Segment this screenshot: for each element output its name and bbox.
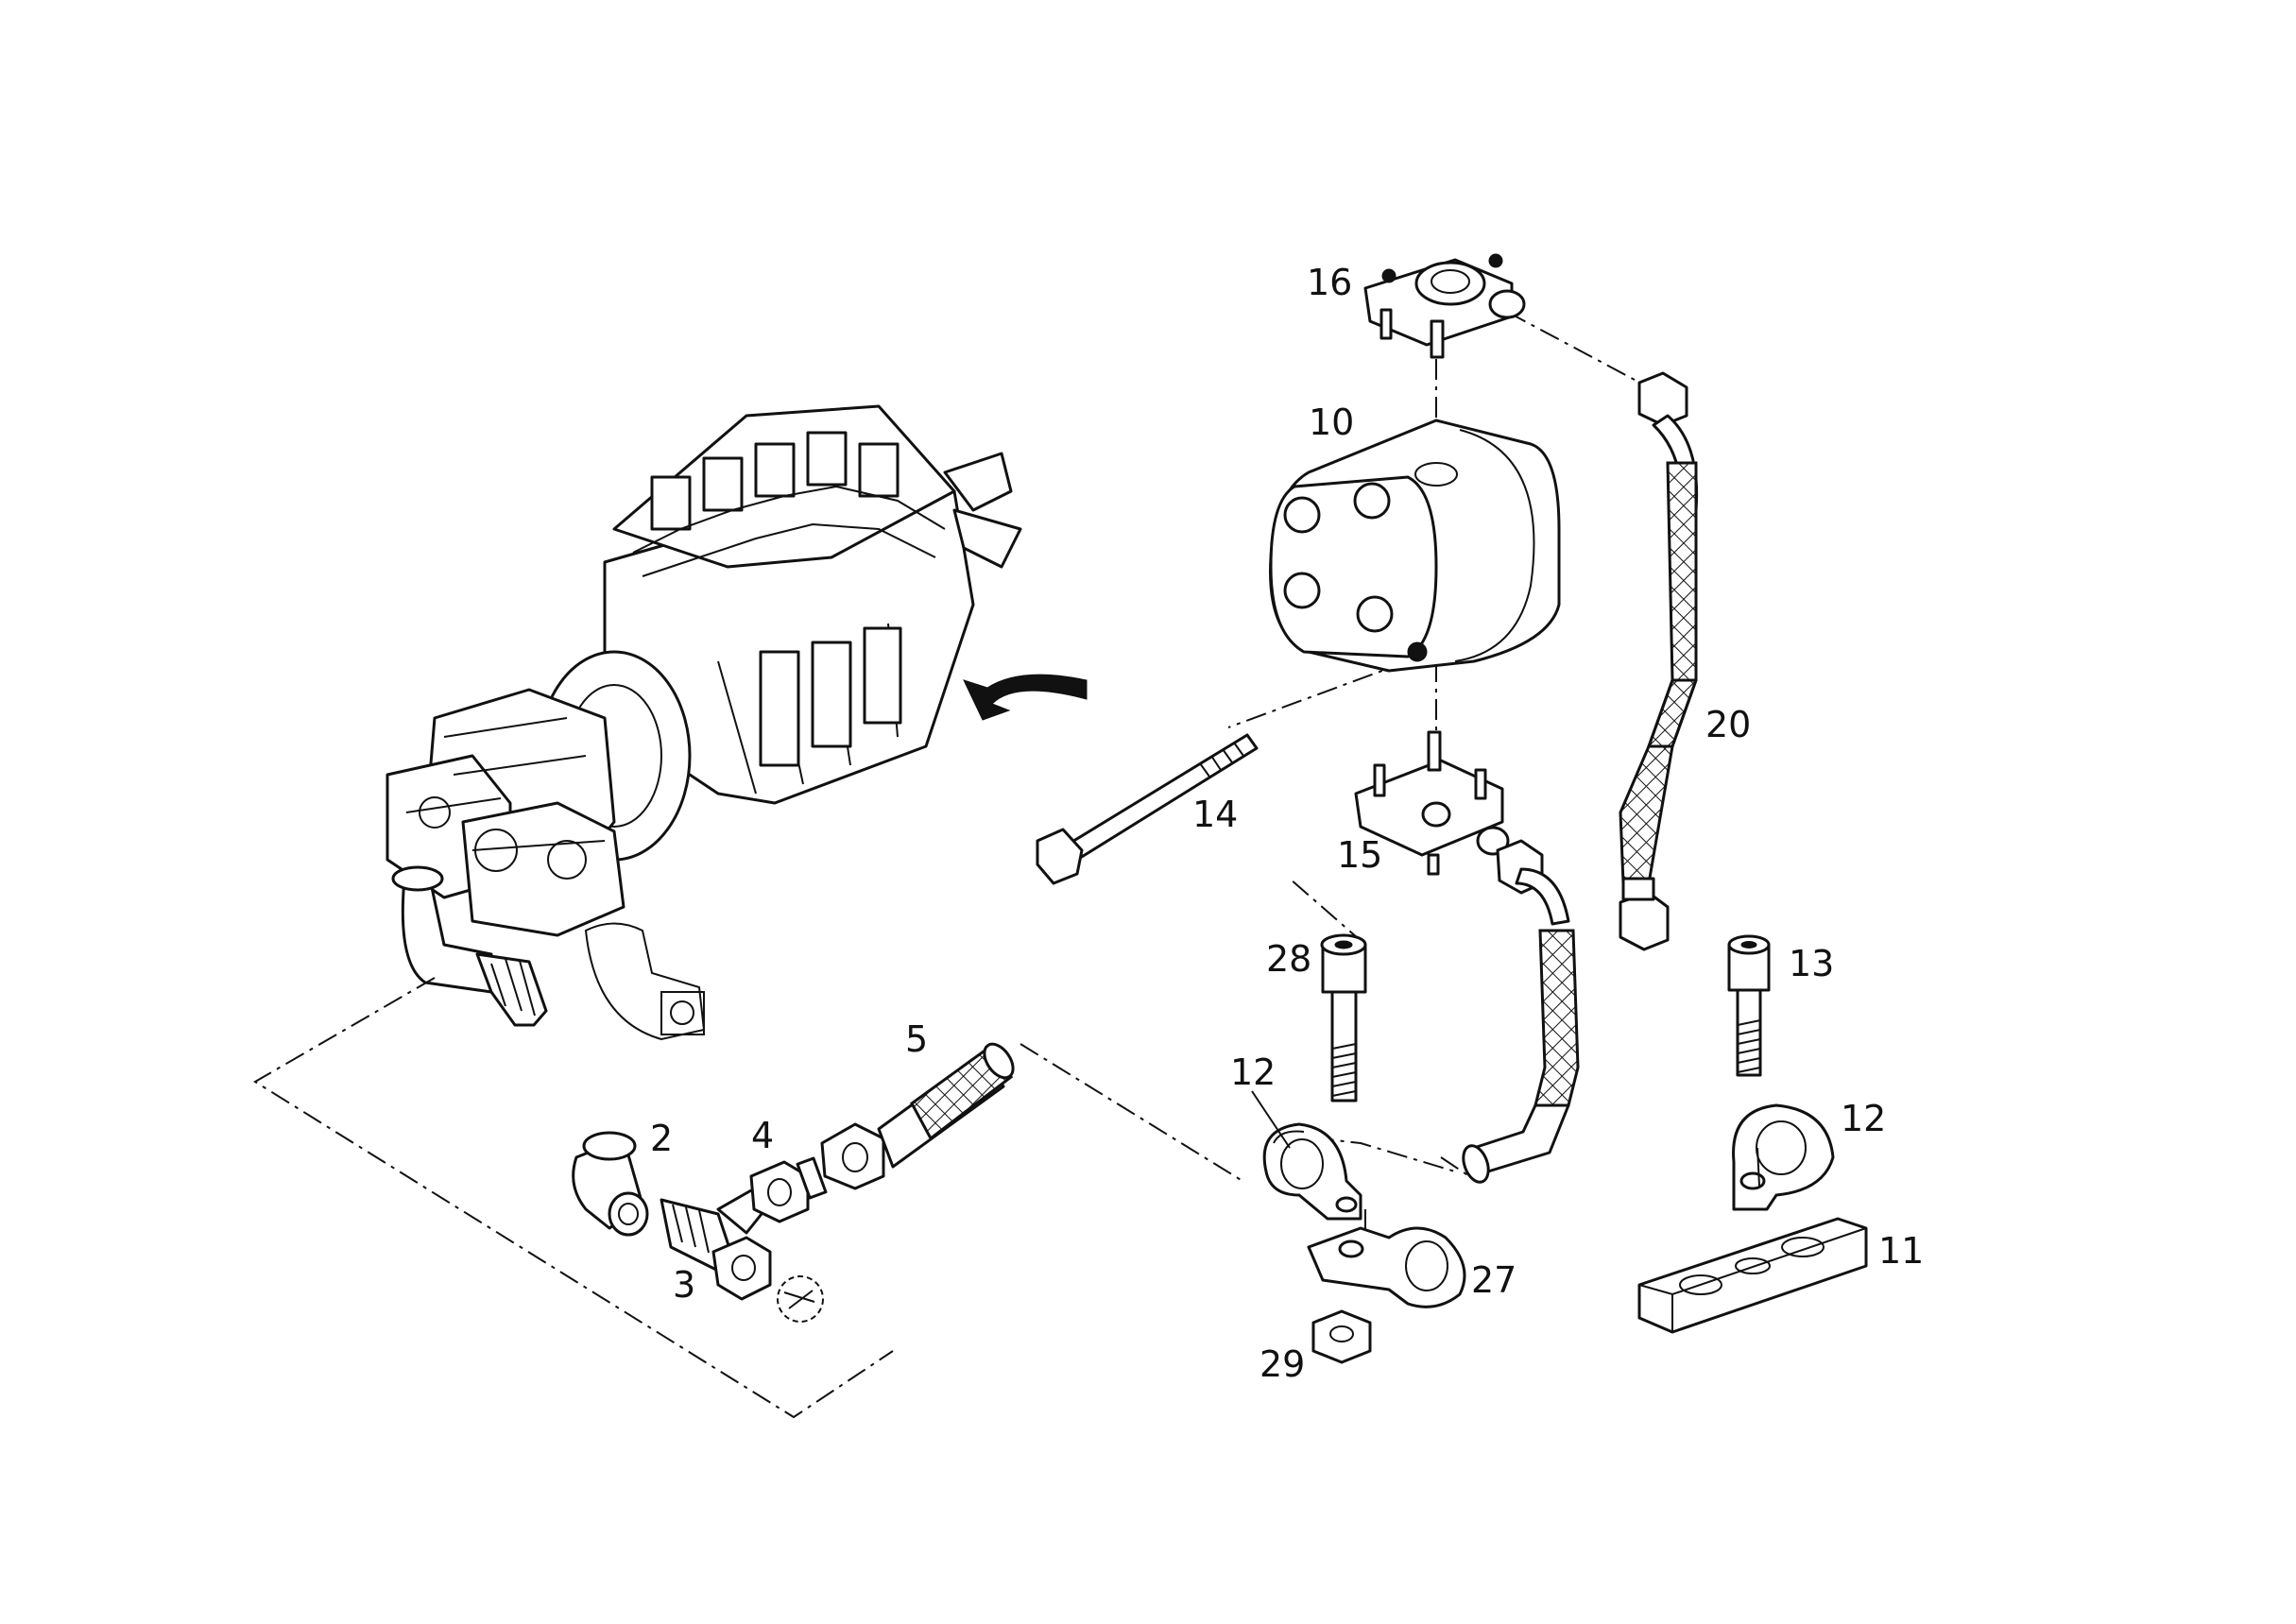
part-4-adapter xyxy=(749,1156,828,1223)
label-part-2: 2 xyxy=(650,1118,673,1159)
direction-arrow-icon xyxy=(963,674,1088,721)
label-part-10: 10 xyxy=(1309,402,1354,443)
label-part-28: 28 xyxy=(1266,938,1311,980)
part-labels: 2 3 4 5 10 11 12 12 13 14 15 16 20 27 28… xyxy=(650,262,1924,1385)
part-2-elbow-fitting xyxy=(572,1131,649,1237)
label-12-right-leader xyxy=(1756,1147,1760,1187)
label-part-3: 3 xyxy=(673,1264,695,1306)
part-28-screw xyxy=(1320,933,1367,1103)
engine-assembly xyxy=(386,404,1088,1041)
part-5-hose xyxy=(820,1042,1015,1190)
label-part-15: 15 xyxy=(1337,834,1382,876)
label-part-14: 14 xyxy=(1192,794,1238,835)
label-part-5: 5 xyxy=(905,1018,928,1060)
part-12-pipe-clamp-left xyxy=(1262,1122,1362,1221)
injector-row xyxy=(632,431,946,577)
label-part-29: 29 xyxy=(1259,1343,1305,1385)
part-12-pipe-clamp-right xyxy=(1732,1103,1835,1211)
lower-pressure-hose xyxy=(1462,839,1580,1184)
label-12-leader xyxy=(1251,1090,1291,1149)
label-part-16: 16 xyxy=(1307,262,1352,303)
label-part-12-left: 12 xyxy=(1230,1051,1276,1093)
label-part-20: 20 xyxy=(1705,704,1751,745)
part-11-mounting-plate xyxy=(1637,1217,1868,1334)
part-15-lower-flange xyxy=(1354,730,1510,876)
part-13-screw xyxy=(1727,934,1771,1077)
part-29-nut xyxy=(1311,1309,1372,1364)
label-part-12-right: 12 xyxy=(1841,1098,1886,1139)
label-part-4: 4 xyxy=(751,1115,774,1156)
part-10-gear-pump xyxy=(1269,419,1561,673)
part-16-upper-flange xyxy=(1363,253,1526,359)
part-20-braided-hose xyxy=(1619,371,1699,951)
part-14-long-bolt xyxy=(1036,733,1259,885)
part-27-pipe-clamp xyxy=(1307,1226,1466,1308)
label-part-27: 27 xyxy=(1471,1259,1516,1301)
label-part-11: 11 xyxy=(1878,1230,1924,1272)
label-part-13: 13 xyxy=(1789,943,1834,984)
